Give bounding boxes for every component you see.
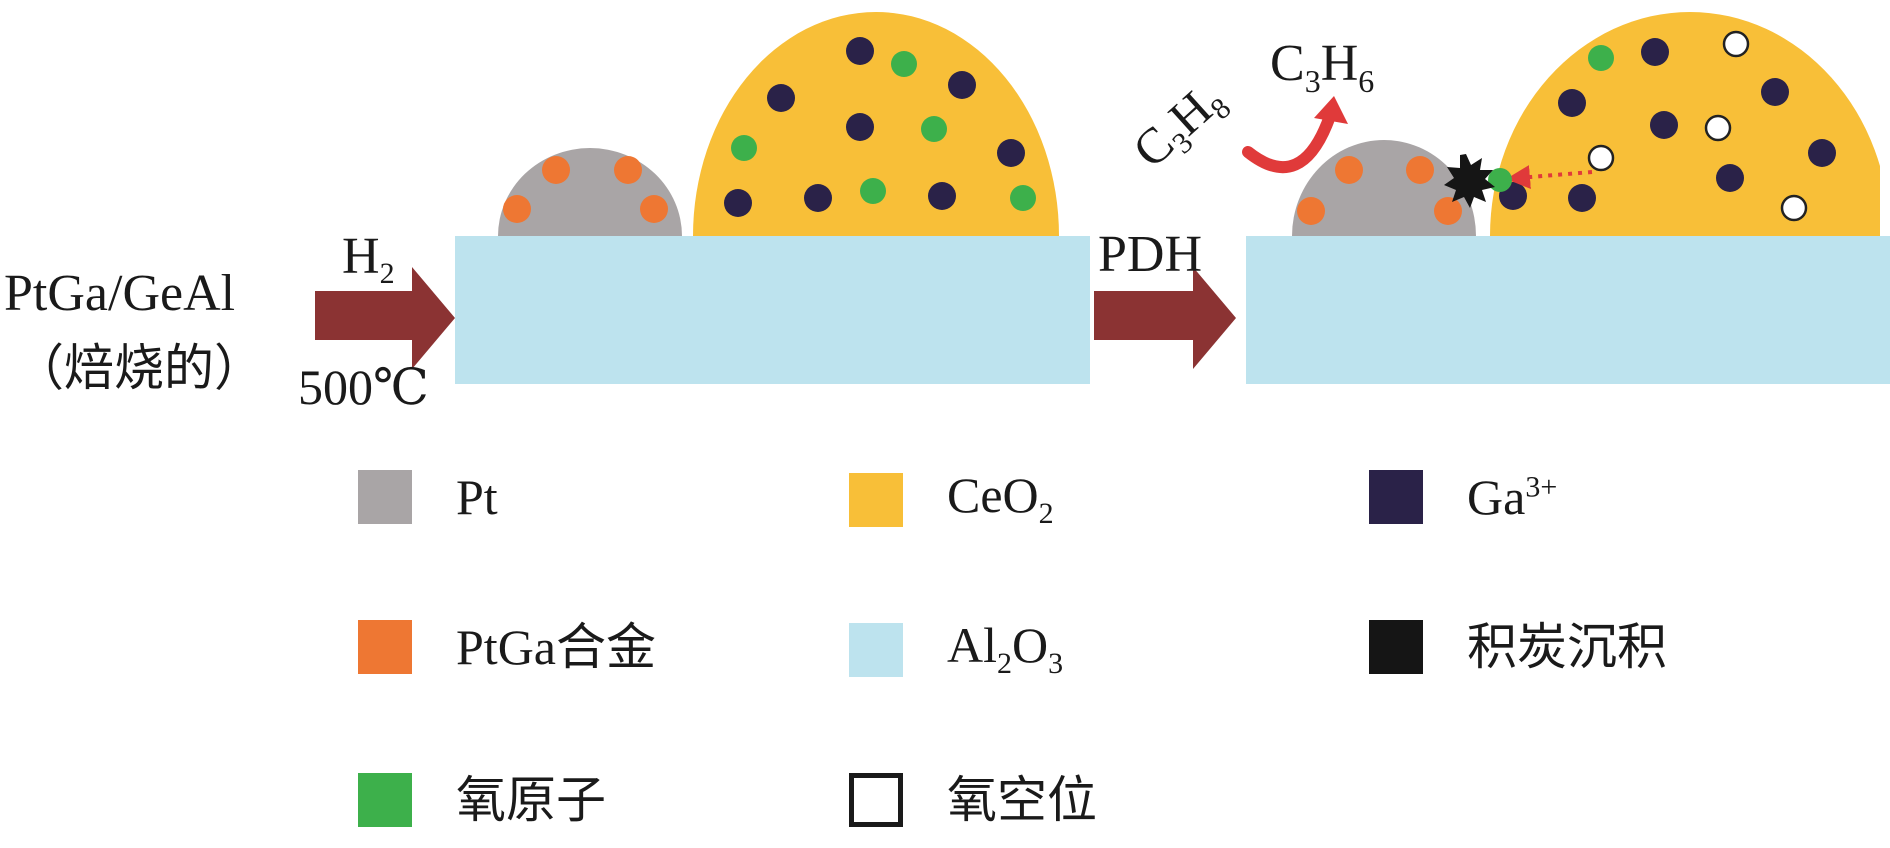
precursor-state: （焙烧的） (14, 340, 264, 396)
ga3-dot (997, 139, 1025, 167)
oxygen-dot (891, 51, 917, 77)
ptga-alloy-dot (640, 195, 668, 223)
vacancy-dot (1704, 114, 1732, 142)
ptga-alloy-dot (614, 156, 642, 184)
ptga-alloy-dot (1335, 156, 1363, 184)
ga3-dot (1641, 38, 1669, 66)
oxygen-dot (1488, 168, 1512, 192)
reaction-curved-arrow (1242, 110, 1336, 174)
right-stage (1246, 12, 1890, 384)
ga3-dot (1558, 89, 1586, 117)
al2o3-support-left (455, 236, 1090, 384)
product-formula: C3H6 (1270, 35, 1374, 99)
al2o3-support-right (1246, 236, 1890, 384)
left-stage (455, 12, 1090, 384)
temperature-label: 500℃ (298, 359, 429, 415)
ga3-dot (1716, 164, 1744, 192)
ga3-dot (1650, 111, 1678, 139)
ga3-dot (767, 84, 795, 112)
reactant-formula: C3H8 (1122, 70, 1237, 183)
oxygen-migration-arrow (1506, 165, 1593, 189)
oxygen-dot (1588, 45, 1614, 71)
ga3-dot (846, 113, 874, 141)
oxygen-dot (921, 116, 947, 142)
oxygen-dot (1010, 185, 1036, 211)
coke-deposit (1444, 154, 1495, 208)
ptga-alloy-dot (542, 156, 570, 184)
h2-step-arrow (315, 267, 455, 369)
ptga-alloy-dot (1297, 197, 1325, 225)
ga3-dot (1568, 184, 1596, 212)
ptga-alloy-dot (1434, 197, 1462, 225)
ga3-dot (928, 182, 956, 210)
reaction-arrow-head (1314, 96, 1348, 124)
vacancy-dot (1780, 194, 1808, 222)
ga3-dot (1808, 139, 1836, 167)
precursor-name: PtGa/GeAl (4, 265, 235, 322)
ga3-dot (804, 184, 832, 212)
h2-label: H2 (342, 228, 395, 290)
pt-particle-right (1292, 140, 1476, 236)
vacancy-dot (1587, 144, 1615, 172)
pdh-step-arrow (1094, 267, 1236, 369)
ga3-dot (948, 71, 976, 99)
ptga-alloy-dot (1406, 156, 1434, 184)
oxygen-dot (731, 135, 757, 161)
ceo2-particle-right (1490, 12, 1880, 236)
ceo2-particle-left (693, 12, 1059, 236)
vacancy-dot (1722, 30, 1750, 58)
ptga-alloy-dot (503, 195, 531, 223)
pdh-label: PDH (1098, 226, 1202, 283)
ga3-dot (846, 37, 874, 65)
ga3-dot (1761, 78, 1789, 106)
oxygen-dot (860, 178, 886, 204)
pt-particle-left (498, 148, 682, 236)
ga3-dot (724, 189, 752, 217)
